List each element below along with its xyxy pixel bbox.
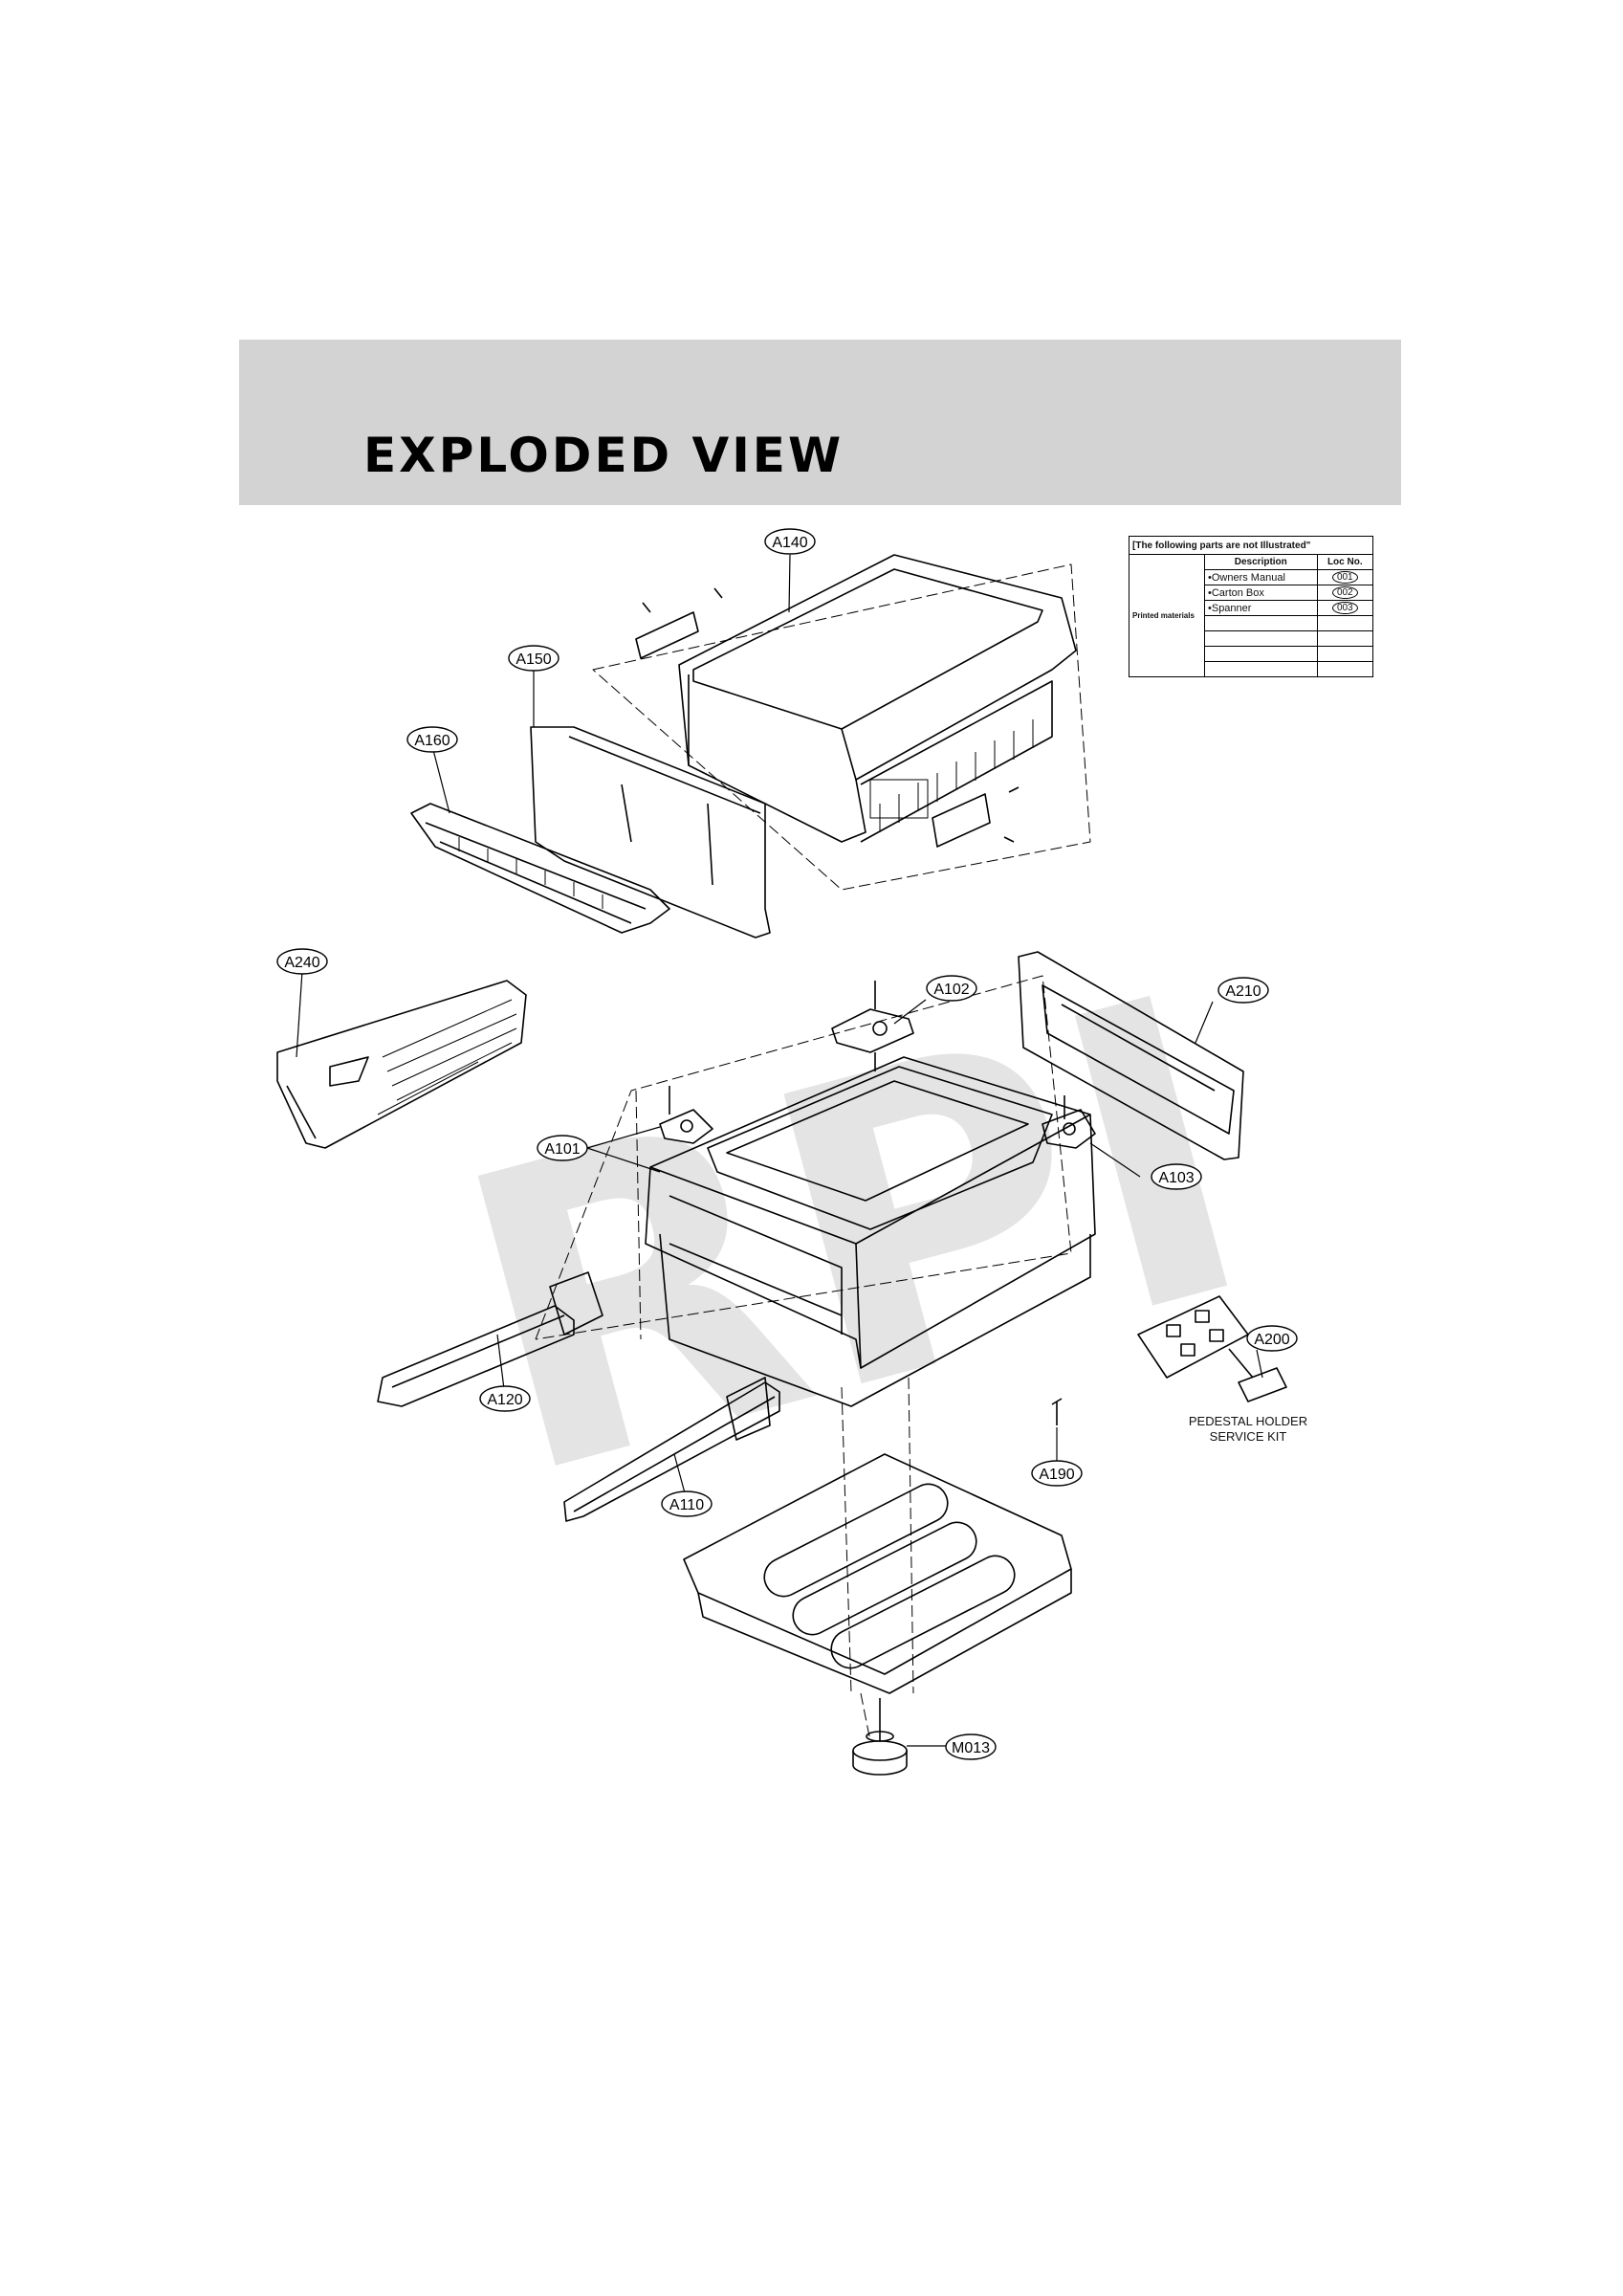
service-kit-caption-line1: PEDESTAL HOLDER: [1188, 1414, 1308, 1428]
callout-a190: A190: [1031, 1460, 1083, 1487]
table-row: •Carton Box 002: [1130, 585, 1374, 601]
svg-text:A150: A150: [515, 651, 551, 668]
inner-panel-a150: [530, 726, 771, 938]
decor-panel-a240: [276, 980, 527, 1149]
row-description: •Carton Box: [1204, 585, 1318, 601]
svg-text:A240: A240: [284, 955, 319, 971]
not-illustrated-parts-table: [The following parts are not Illustrated…: [1129, 536, 1374, 677]
base-plate: [683, 1453, 1072, 1694]
row-description: •Spanner: [1204, 600, 1318, 616]
callout-a200: A200: [1246, 1325, 1298, 1352]
row-description: •Owners Manual: [1204, 569, 1318, 585]
callout-a160: A160: [406, 726, 458, 753]
svg-text:M013: M013: [952, 1740, 990, 1756]
svg-text:A140: A140: [772, 535, 807, 551]
table-row-empty: [1130, 661, 1374, 677]
row-loc: 002: [1331, 586, 1358, 599]
svg-text:A110: A110: [669, 1497, 704, 1513]
table-caption: [The following parts are not Illustrated…: [1129, 536, 1373, 555]
svg-text:A101: A101: [544, 1141, 580, 1158]
callout-a101: A101: [537, 1135, 588, 1161]
service-kit-caption: PEDESTAL HOLDER SERVICE KIT: [1167, 1414, 1329, 1445]
row-loc: 003: [1331, 602, 1358, 614]
screw-a190: [1051, 1398, 1063, 1425]
rail-a120: [377, 1271, 603, 1407]
callout-a210: A210: [1217, 977, 1269, 1004]
rear-cover-a210: [1018, 951, 1244, 1160]
table-row: •Owners Manual 001: [1130, 569, 1374, 585]
callout-a150: A150: [508, 645, 559, 672]
svg-text:A120: A120: [487, 1392, 522, 1408]
svg-text:A200: A200: [1254, 1332, 1289, 1348]
callout-a110: A110: [661, 1490, 713, 1517]
svg-text:A102: A102: [933, 982, 969, 998]
callout-a240: A240: [276, 948, 328, 975]
svg-text:A190: A190: [1039, 1467, 1074, 1483]
table-group-label: Printed materials: [1129, 554, 1205, 677]
service-kit-caption-line2: SERVICE KIT: [1209, 1429, 1287, 1444]
callout-m013: M013: [945, 1733, 997, 1760]
drawer-brackets: [635, 587, 1020, 848]
pedestal-box: [645, 1056, 1096, 1407]
row-loc: 001: [1331, 571, 1358, 584]
header-band: EXPLODED VIEW: [239, 340, 1401, 505]
leveling-foot-m013: [852, 1698, 908, 1776]
svg-text:A210: A210: [1225, 983, 1261, 1000]
callout-a120: A120: [479, 1385, 531, 1412]
table-header-description: Description: [1204, 554, 1318, 570]
drawer-front-a160: [410, 803, 670, 934]
pedestal-brackets: [659, 981, 1096, 1149]
svg-text:A103: A103: [1158, 1170, 1194, 1186]
callout-a103: A103: [1151, 1163, 1202, 1190]
table-row: •Spanner 003: [1130, 600, 1374, 616]
table-header-loc: Loc No.: [1316, 554, 1374, 570]
callouts: A140 A150 A160 A240 A102 A210 A101 A103: [276, 528, 1298, 1760]
callout-a102: A102: [926, 975, 977, 1002]
svg-text:A160: A160: [414, 733, 450, 749]
callout-a140: A140: [764, 528, 816, 555]
page-title: EXPLODED VIEW: [363, 428, 844, 483]
